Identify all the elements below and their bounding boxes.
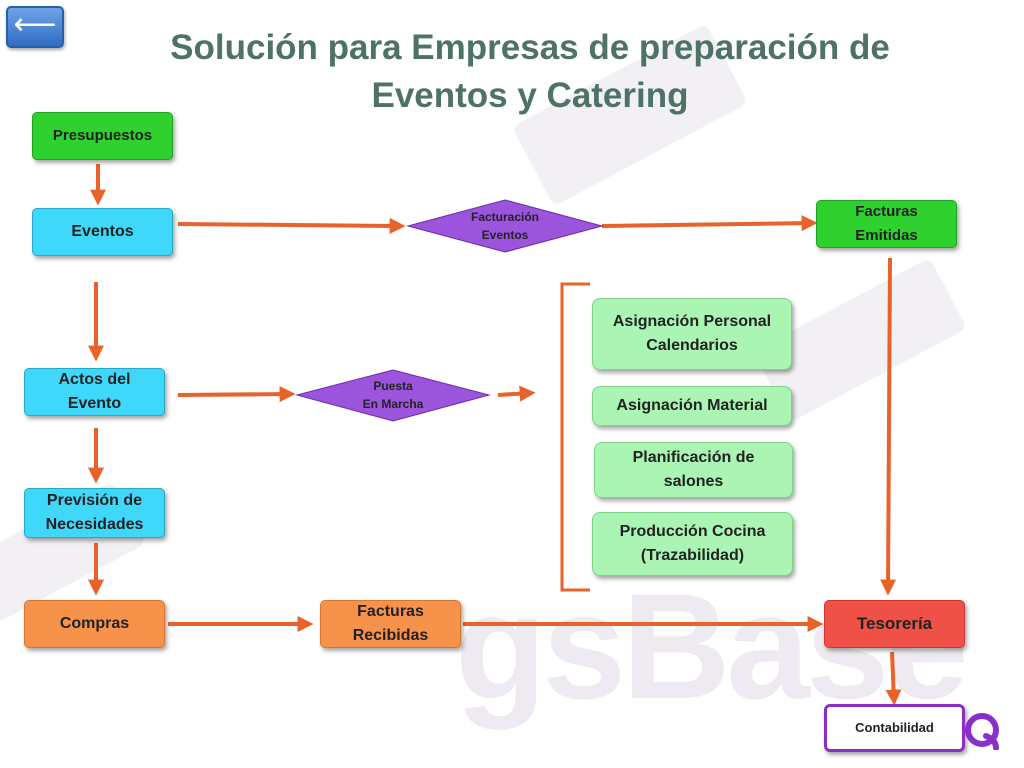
tesoreria-box[interactable]: Tesorería xyxy=(824,600,965,648)
back-button[interactable]: ⟵ xyxy=(6,6,64,48)
page-title: Solución para Empresas de preparación de… xyxy=(170,28,890,115)
planificacion-salones-box[interactable]: Planificación de salones xyxy=(594,442,793,498)
grouping-bracket xyxy=(560,282,590,592)
facturas-recibidas-box[interactable]: Facturas Recibidas xyxy=(320,600,461,648)
compras-box[interactable]: Compras xyxy=(24,600,165,648)
left-arrow-icon: ⟵ xyxy=(13,8,57,41)
actos-del-evento-box[interactable]: Actos del Evento xyxy=(24,368,165,416)
facturas-emitidas-box[interactable]: Facturas Emitidas xyxy=(816,200,957,248)
arrow-eventos-facturacion xyxy=(177,217,406,234)
facturacion-eventos-label: Facturación Eventos xyxy=(470,210,539,242)
asignacion-personal-box[interactable]: Asignación Personal Calendarios xyxy=(592,298,792,370)
puesta-en-marcha-label: Puesta En Marcha xyxy=(362,379,424,411)
asignacion-material-box[interactable]: Asignación Material xyxy=(592,386,792,426)
arrow-puesta-bracket xyxy=(497,385,536,402)
contabilidad-box[interactable]: Contabilidad xyxy=(824,704,965,752)
eventos-box[interactable]: Eventos xyxy=(32,208,173,256)
prevision-necesidades-box[interactable]: Previsión de Necesidades xyxy=(24,488,165,538)
company-logo-icon xyxy=(965,713,999,750)
facturacion-eventos-diamond xyxy=(406,199,604,253)
arrow-actos-puesta xyxy=(177,386,296,403)
arrow-facturacion-emitidas xyxy=(601,215,818,232)
produccion-cocina-box[interactable]: Producción Cocina (Trazabilidad) xyxy=(592,512,793,576)
arrow-tesoreria-contabilidad xyxy=(885,651,902,706)
presupuestos-box[interactable]: Presupuestos xyxy=(32,112,173,160)
puesta-en-marcha-diamond xyxy=(295,369,491,422)
arrow-emitidas-tesoreria xyxy=(880,257,897,596)
